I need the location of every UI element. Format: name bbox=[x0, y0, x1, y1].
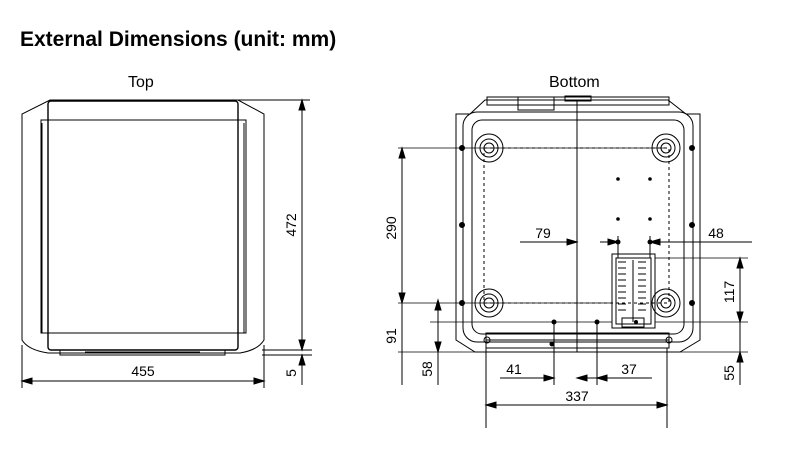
top-width-dimension bbox=[20, 345, 266, 388]
dim-top-width: 455 bbox=[131, 363, 155, 379]
bottom-290-dimension bbox=[398, 146, 406, 305]
bottom-reference-lines bbox=[398, 147, 748, 353]
page-title: External Dimensions (unit: mm) bbox=[20, 28, 337, 51]
dim-top-foot: 5 bbox=[283, 369, 299, 377]
bottom-screw-holes bbox=[551, 177, 653, 325]
dim-bottom-79: 79 bbox=[535, 225, 551, 241]
bottom-port-panel bbox=[611, 253, 656, 329]
dim-top-depth: 472 bbox=[283, 213, 299, 237]
top-view-label: Top bbox=[128, 74, 154, 91]
dim-bottom-117: 117 bbox=[721, 281, 737, 304]
bottom-79-dimension bbox=[520, 236, 752, 258]
top-view-outline bbox=[21, 99, 265, 356]
top-depth-dimension bbox=[238, 98, 312, 385]
dim-bottom-48: 48 bbox=[708, 225, 724, 241]
dim-bottom-337: 337 bbox=[565, 388, 589, 404]
bottom-91-dimension bbox=[401, 298, 442, 385]
dim-bottom-91: 91 bbox=[383, 328, 399, 344]
bottom-horizontal-dimensions bbox=[484, 322, 669, 428]
dim-bottom-41: 41 bbox=[506, 361, 522, 377]
dim-bottom-58: 58 bbox=[419, 361, 435, 377]
dim-bottom-55: 55 bbox=[721, 365, 737, 381]
bottom-foot-front-right bbox=[651, 288, 681, 318]
dim-bottom-37: 37 bbox=[621, 361, 637, 377]
dim-bottom-290: 290 bbox=[383, 216, 399, 240]
bottom-view-label: Bottom bbox=[549, 74, 600, 91]
bottom-117-dimension bbox=[736, 256, 744, 385]
